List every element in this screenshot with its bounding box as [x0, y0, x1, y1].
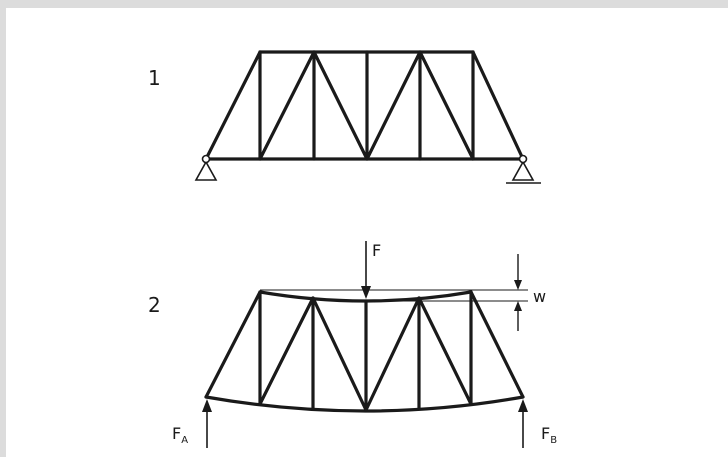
deflection-dimension [514, 254, 522, 331]
reaction-arrow-b [518, 399, 528, 448]
truss-2-left-end-post [204, 290, 262, 399]
reaction-arrow-a [202, 399, 212, 448]
truss-1-right-end-post [471, 50, 525, 161]
truss-2: w F FA FB [172, 241, 557, 448]
deflection-reference-lines [260, 289, 528, 302]
truss-diagram: 1 2 [148, 50, 557, 448]
truss-2-diagonal [258, 296, 315, 406]
truss-2-members [204, 290, 525, 413]
truss-1 [194, 50, 541, 184]
truss-2-diagonal [364, 296, 421, 412]
truss-1-left-end-post [204, 50, 262, 161]
reaction-a-label: FA [172, 424, 188, 446]
truss-2-right-end-post [469, 290, 525, 399]
panel-2-label: 2 [148, 293, 161, 317]
pin-support-left [194, 154, 218, 181]
load-label: F [372, 241, 381, 260]
figure-frame: 1 2 [6, 8, 728, 457]
deflection-arrow-up [514, 301, 522, 311]
truss-2-diagonal [311, 296, 368, 412]
truss-1-diagonal [312, 50, 369, 161]
deflection-arrow-down [514, 280, 522, 290]
reaction-b-label: FB [541, 424, 557, 446]
truss-1-diagonal [418, 50, 475, 161]
truss-1-diagonal [365, 50, 422, 161]
truss-1-diagonal [258, 50, 316, 161]
truss-2-diagonal [417, 296, 473, 406]
roller-support-right [506, 154, 541, 184]
panel-1-label: 1 [148, 66, 161, 90]
truss-1-members [204, 50, 525, 161]
load-arrow [361, 241, 371, 299]
deflection-label: w [533, 287, 546, 306]
